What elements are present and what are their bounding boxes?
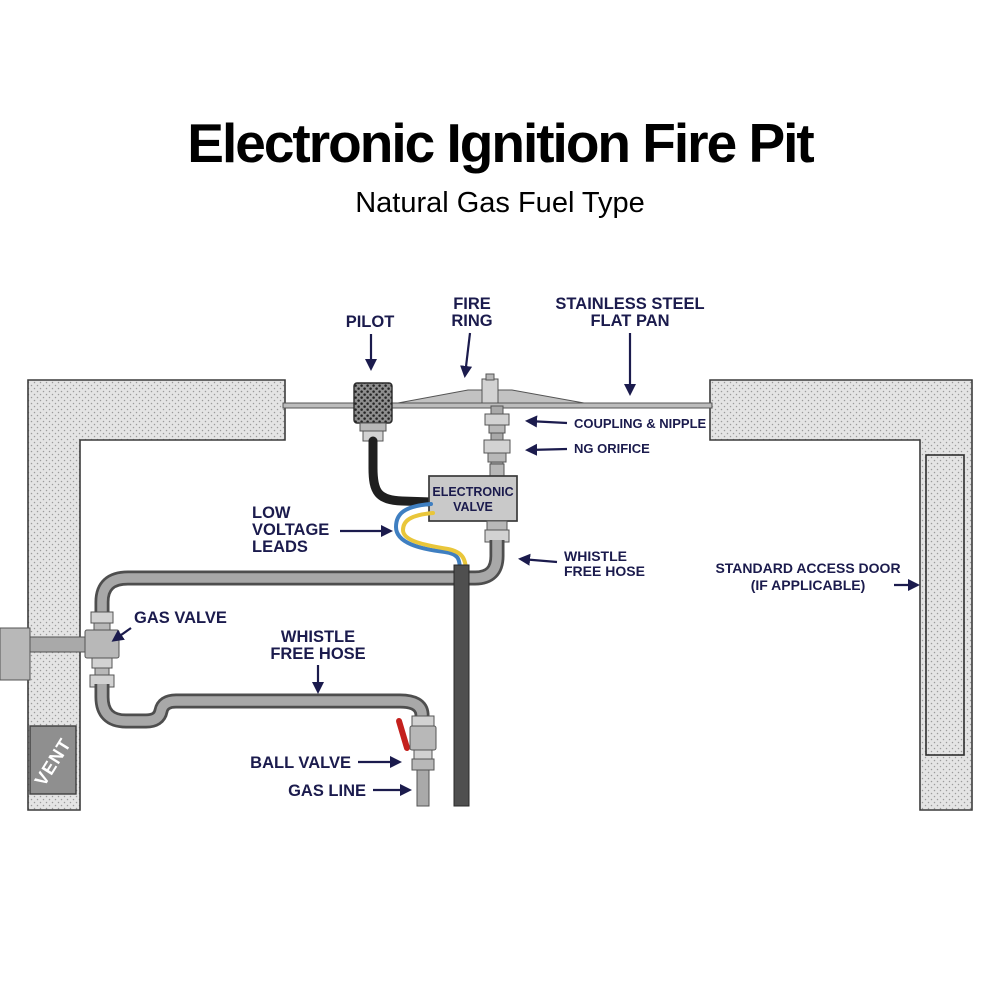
- page-subtitle: Natural Gas Fuel Type: [355, 187, 645, 219]
- gas-line-label: GAS LINE: [288, 782, 366, 800]
- pilot-assembly: [353, 382, 393, 442]
- gas-valve-arrow: [111, 627, 132, 642]
- gas-valve-top-nut: [90, 611, 114, 624]
- valve-outlet-fitting: [486, 520, 508, 531]
- ball-valve-top-nut: [411, 715, 435, 727]
- coupling-arrow: [524, 415, 568, 428]
- through-wall-pipe: [23, 636, 88, 653]
- low-voltage-label-line2: VOLTAGE: [252, 521, 329, 539]
- fire-ring-arrow: [460, 332, 473, 379]
- whistle-hose-top-label-line2: FREE HOSE: [564, 563, 645, 579]
- burner-riser: [483, 405, 511, 479]
- low-voltage-label-line3: LEADS: [252, 538, 308, 556]
- flat-pan-label-line2: FLAT PAN: [590, 312, 669, 330]
- orifice-nut: [487, 452, 507, 463]
- coupling-fitting: [484, 413, 510, 426]
- gas-valve-body: [84, 629, 120, 659]
- pilot-cable: [368, 436, 437, 507]
- access-door-label-line2: (IF APPLICABLE): [751, 577, 866, 593]
- page-title: Electronic Ignition Fire Pit: [187, 112, 814, 174]
- access-door-label-line1: STANDARD ACCESS DOOR: [715, 560, 900, 576]
- ball-valve-label: BALL VALVE: [250, 754, 351, 772]
- valve-inlet-connector: [489, 463, 505, 477]
- whistle-free-hose-bottom: [97, 684, 427, 726]
- vent-block: [29, 725, 77, 795]
- gas-valve-bottom-nut: [91, 657, 113, 669]
- whistle-hose-bottom-label-line2: FREE HOSE: [270, 645, 365, 663]
- ball-valve-handle: [396, 718, 410, 751]
- nipple-fitting: [488, 424, 506, 434]
- low-voltage-wire-blue: [393, 502, 462, 574]
- fire-ring-label-line1: FIRE: [453, 295, 491, 313]
- ball-valve-assembly: [396, 715, 437, 807]
- ball-valve-body: [409, 725, 437, 751]
- ball-valve-lower-nut: [413, 749, 433, 760]
- electronic-valve-label-line2: VALVE: [453, 500, 493, 514]
- electronic-valve-label-line1: ELECTRONIC: [432, 485, 513, 499]
- coupling-label: COUPLING & NIPPLE: [574, 416, 707, 431]
- low-voltage-label-line1: LOW: [252, 504, 291, 522]
- pilot-collar: [359, 422, 387, 432]
- gas-valve-assembly: [0, 611, 120, 688]
- gas-line-coupler: [411, 758, 435, 771]
- outer-wall-plate: [0, 627, 31, 681]
- ng-orifice-arrow: [524, 443, 568, 456]
- low-voltage-conduit: [453, 564, 470, 807]
- whistle-hose-top-arrow: [517, 553, 558, 566]
- right-wall: [709, 379, 973, 811]
- access-door: [925, 454, 965, 756]
- fire-ring-hub-cap: [485, 373, 495, 381]
- pilot-label: PILOT: [346, 313, 395, 331]
- fire-ring-hub: [481, 378, 499, 404]
- flat-pan-label-line1: STAINLESS STEEL: [555, 295, 704, 313]
- whistle-hose-top-label-line1: WHISTLE: [564, 548, 627, 564]
- pilot-head: [353, 382, 393, 424]
- gas-valve-bottom-collar: [94, 667, 110, 676]
- electronic-valve-box: [428, 475, 518, 522]
- fire-ring-label-line2: RING: [451, 312, 492, 330]
- gas-valve-top-collar: [93, 622, 111, 631]
- whistle-hose-bottom-label-line1: WHISTLE: [281, 628, 355, 646]
- whistle-free-hose-top: [97, 540, 502, 616]
- low-voltage-wire-yellow: [400, 511, 468, 574]
- gas-line-pipe: [416, 769, 430, 807]
- gas-valve-label: GAS VALVE: [134, 609, 227, 627]
- ng-orifice-fitting: [483, 439, 511, 454]
- ng-orifice-label: NG ORIFICE: [574, 441, 650, 456]
